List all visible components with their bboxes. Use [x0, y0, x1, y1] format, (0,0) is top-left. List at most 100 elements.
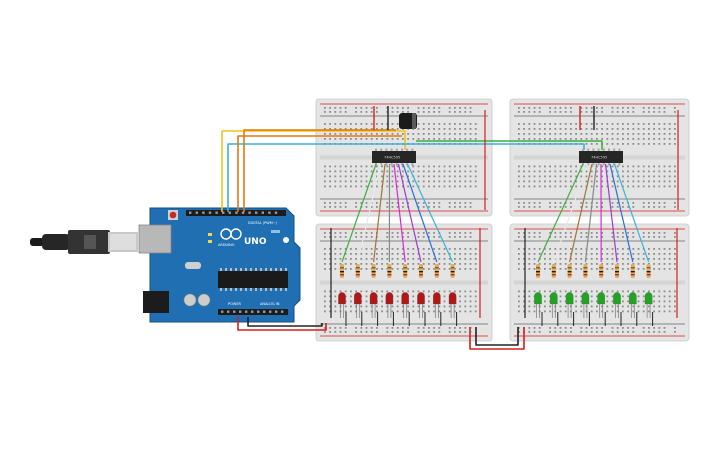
- tie-point[interactable]: [642, 263, 645, 265]
- tie-point[interactable]: [459, 253, 461, 255]
- rail-hole[interactable]: [590, 236, 593, 238]
- led[interactable]: [369, 292, 378, 305]
- chip-body[interactable]: [579, 151, 623, 163]
- rail-hole[interactable]: [533, 327, 536, 329]
- tie-point[interactable]: [533, 138, 536, 140]
- rail-hole[interactable]: [642, 331, 645, 333]
- tie-point[interactable]: [386, 258, 389, 260]
- tie-point[interactable]: [549, 258, 551, 260]
- rail-hole[interactable]: [402, 111, 404, 113]
- tie-point[interactable]: [523, 305, 525, 308]
- tie-point[interactable]: [433, 258, 435, 260]
- tie-point[interactable]: [601, 123, 603, 125]
- tie-point[interactable]: [355, 263, 357, 265]
- rail-hole[interactable]: [596, 331, 598, 333]
- tie-point[interactable]: [590, 180, 593, 183]
- rail-hole[interactable]: [533, 236, 536, 238]
- tie-point[interactable]: [417, 305, 420, 308]
- rail-hole[interactable]: [417, 111, 420, 113]
- tie-point[interactable]: [564, 258, 567, 260]
- tie-point[interactable]: [344, 123, 347, 125]
- tie-point[interactable]: [544, 300, 546, 303]
- tie-point[interactable]: [642, 295, 645, 298]
- tie-point[interactable]: [334, 310, 337, 313]
- tie-point[interactable]: [580, 170, 583, 173]
- tie-point[interactable]: [596, 310, 598, 313]
- tie-point[interactable]: [575, 128, 577, 130]
- rail-hole[interactable]: [428, 232, 430, 234]
- rail-hole[interactable]: [417, 236, 420, 238]
- tie-point[interactable]: [554, 123, 557, 125]
- tie-point[interactable]: [648, 305, 650, 308]
- tie-point[interactable]: [549, 175, 551, 178]
- tie-point[interactable]: [564, 133, 567, 135]
- tie-point[interactable]: [464, 258, 467, 260]
- rail-hole[interactable]: [523, 111, 525, 113]
- tie-point[interactable]: [417, 253, 420, 255]
- tie-point[interactable]: [538, 185, 541, 188]
- tie-point[interactable]: [396, 310, 399, 313]
- rail-hole[interactable]: [533, 107, 536, 109]
- tie-point[interactable]: [448, 138, 451, 140]
- tie-point[interactable]: [443, 185, 446, 188]
- tie-point[interactable]: [339, 133, 342, 135]
- rail-hole[interactable]: [601, 232, 603, 234]
- tie-point[interactable]: [570, 128, 572, 130]
- tie-point[interactable]: [570, 138, 572, 140]
- rail-hole[interactable]: [448, 202, 451, 204]
- tie-point[interactable]: [622, 290, 624, 293]
- rail-hole[interactable]: [627, 111, 629, 113]
- tie-point[interactable]: [365, 165, 368, 168]
- rail-hole[interactable]: [438, 107, 441, 109]
- rail-hole[interactable]: [448, 236, 451, 238]
- tie-point[interactable]: [443, 295, 446, 298]
- rail-hole[interactable]: [386, 206, 389, 208]
- rail-hole[interactable]: [658, 331, 661, 333]
- rail-hole[interactable]: [538, 331, 541, 333]
- tie-point[interactable]: [469, 268, 472, 270]
- rail-hole[interactable]: [454, 111, 456, 113]
- tie-point[interactable]: [606, 248, 609, 250]
- tie-point[interactable]: [428, 290, 430, 293]
- tie-point[interactable]: [376, 138, 378, 140]
- tie-point[interactable]: [350, 123, 352, 125]
- tie-point[interactable]: [433, 133, 435, 135]
- tie-point[interactable]: [396, 268, 399, 270]
- tie-point[interactable]: [443, 258, 446, 260]
- tie-point[interactable]: [564, 175, 567, 178]
- rail-hole[interactable]: [329, 331, 331, 333]
- rail-hole[interactable]: [622, 107, 624, 109]
- tie-point[interactable]: [370, 263, 373, 265]
- tie-point[interactable]: [533, 128, 536, 130]
- tie-point[interactable]: [433, 185, 435, 188]
- rail-hole[interactable]: [653, 111, 655, 113]
- rail-hole[interactable]: [396, 236, 399, 238]
- led-signal-wire[interactable]: [613, 163, 650, 263]
- tie-point[interactable]: [606, 185, 609, 188]
- rail-hole[interactable]: [396, 202, 399, 204]
- tie-point[interactable]: [590, 290, 593, 293]
- tie-point[interactable]: [428, 180, 430, 183]
- rail-hole[interactable]: [616, 236, 619, 238]
- tie-point[interactable]: [590, 138, 593, 140]
- tie-point[interactable]: [518, 133, 520, 135]
- tie-point[interactable]: [422, 290, 425, 293]
- tie-point[interactable]: [596, 295, 598, 298]
- tie-point[interactable]: [386, 180, 389, 183]
- tie-point[interactable]: [601, 133, 603, 135]
- digital-pin[interactable]: [222, 211, 225, 214]
- tie-point[interactable]: [339, 175, 342, 178]
- tie-point[interactable]: [622, 253, 624, 255]
- tie-point[interactable]: [469, 133, 472, 135]
- tie-point[interactable]: [417, 185, 420, 188]
- tie-point[interactable]: [355, 253, 357, 255]
- tie-point[interactable]: [564, 300, 567, 303]
- tie-point[interactable]: [674, 123, 676, 125]
- tie-point[interactable]: [554, 170, 557, 173]
- rail-hole[interactable]: [658, 111, 661, 113]
- tie-point[interactable]: [575, 300, 577, 303]
- tie-point[interactable]: [596, 165, 598, 168]
- tie-point[interactable]: [637, 175, 640, 178]
- tie-point[interactable]: [674, 305, 676, 308]
- tie-point[interactable]: [339, 185, 342, 188]
